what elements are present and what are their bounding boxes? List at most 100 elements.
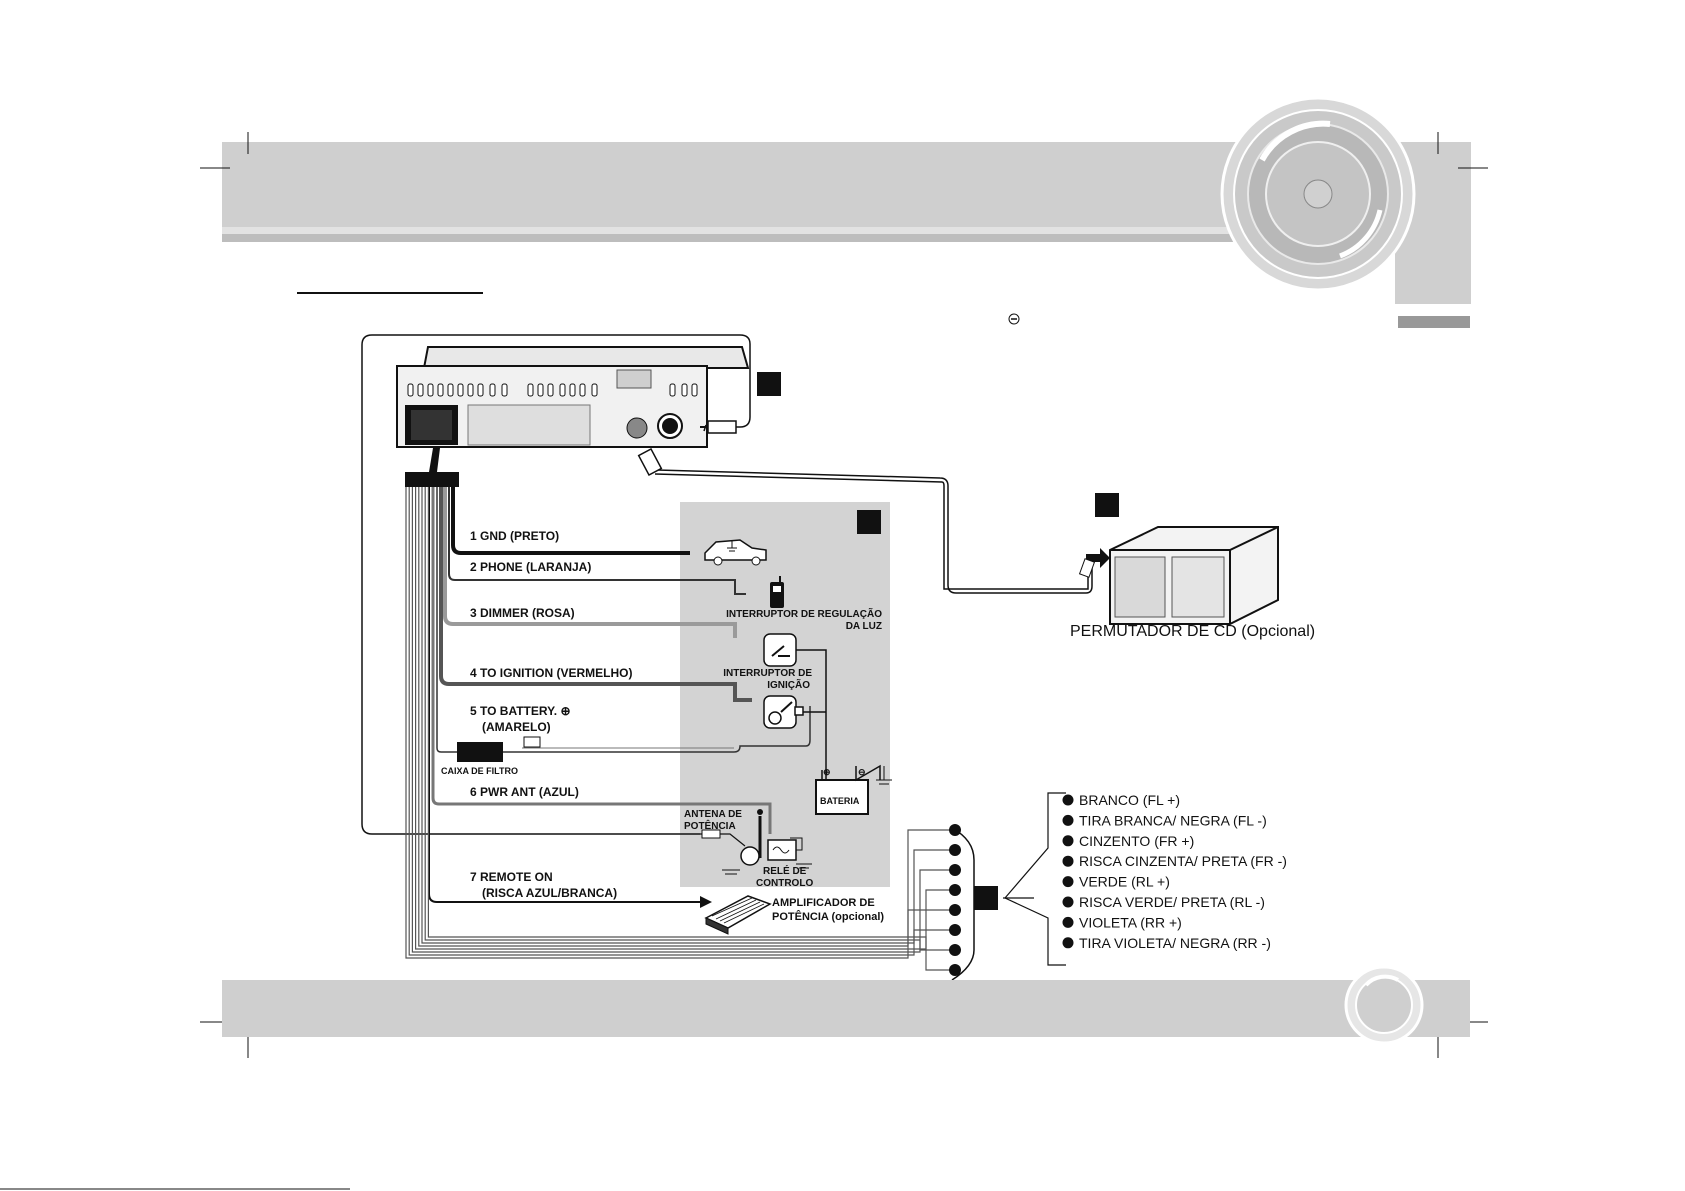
speaker-wire <box>427 487 952 971</box>
speaker-bullet <box>1062 916 1074 928</box>
disc-decoration <box>1220 96 1416 292</box>
vent-slot <box>537 383 544 397</box>
speaker-terminal <box>949 964 961 976</box>
speaker-legend-item: VIOLETA (RR +) <box>1079 914 1182 930</box>
speaker-legend: BRANCO (FL +) TIRA BRANCA/ NEGRA (FL -) CI… <box>1062 792 1287 951</box>
speaker-terminal <box>949 884 961 896</box>
vent-slot <box>691 383 698 397</box>
speaker-wire <box>421 487 952 944</box>
speaker-legend-item: VERDE (RL +) <box>1079 874 1170 890</box>
fuse-icon <box>523 736 541 748</box>
filter-box-label: CAIXA DE FILTRO <box>441 766 518 776</box>
svg-text:⊕: ⊕ <box>823 767 831 777</box>
footer-band <box>222 965 1470 1045</box>
wire-label-battery: 5 TO BATTERY. ⊕ <box>470 704 571 718</box>
cd-changer-label: PERMUTADOR DE CD (Opcional) <box>1070 623 1315 640</box>
vent-slot <box>407 383 414 397</box>
battery-label: BATERIA <box>820 796 860 806</box>
vent-slot <box>457 383 464 397</box>
vent-slot <box>569 383 576 397</box>
vent-slot <box>559 383 566 397</box>
harness-arrow <box>429 448 440 472</box>
speaker-marker-box <box>974 886 998 910</box>
antenna-icon <box>700 809 763 866</box>
vent-slot <box>467 383 474 397</box>
speaker-wire <box>418 487 952 947</box>
vent-slot <box>427 383 434 397</box>
dimmer-switch-icon <box>763 633 797 667</box>
ignition-switch-icon <box>763 695 797 729</box>
wire-ignition <box>439 487 752 702</box>
speaker-legend-bracket <box>1003 792 1066 966</box>
speaker-legend-item: CINZENTO (FR +) <box>1079 833 1194 849</box>
ignition-switch-label: INTERRUPTOR DE <box>723 668 812 679</box>
wire-label-dimmer: 3 DIMMER (ROSA) <box>470 606 575 620</box>
amplifier-label-2: POTÊNCIA (opcional) <box>772 910 884 923</box>
vent-slot <box>527 383 534 397</box>
antenna-label: ANTENA DE <box>684 809 742 820</box>
filter-box <box>457 742 503 762</box>
wire-label-remote-on: 7 REMOTE ON <box>470 870 553 884</box>
speaker-wire <box>411 487 952 953</box>
cd-marker-box <box>1095 493 1119 517</box>
panel-marker-box <box>857 510 881 534</box>
battery-icon: ⊕ ⊖ <box>815 764 881 815</box>
speaker-legend-item: TIRA BRANCA/ NEGRA (FL -) <box>1079 812 1267 828</box>
vent-slot <box>579 383 586 397</box>
ignition-switch-label-2: IGNIÇÃO <box>767 678 810 691</box>
car-ground-icon <box>704 539 767 566</box>
vent-slots <box>407 383 698 397</box>
cd-plug-icon <box>637 447 663 477</box>
speaker-legend-item: BRANCO (FL +) <box>1079 792 1180 808</box>
relay-icon <box>722 766 892 875</box>
vent-slot <box>591 383 598 397</box>
component-panel <box>680 502 890 887</box>
vent-slot <box>501 383 508 397</box>
speaker-bullet <box>1062 876 1074 888</box>
relay-label-2: CONTROLO <box>756 878 813 889</box>
speaker-bullet <box>1062 937 1074 949</box>
speaker-wire-bundle <box>405 487 952 971</box>
vent-slot <box>489 383 496 397</box>
wire-label-ignition: 4 TO IGNITION (VERMELHO) <box>470 666 632 680</box>
speaker-terminal-block <box>951 827 975 981</box>
wire-gnd <box>451 487 690 555</box>
speaker-wire <box>408 487 952 956</box>
speaker-bullet <box>1062 814 1074 826</box>
wire-label-remote-color: (RISCA AZUL/BRANCA) <box>482 886 617 900</box>
phone-icon <box>770 576 784 608</box>
speaker-wire <box>424 487 952 951</box>
vent-slot <box>547 383 554 397</box>
wire-label-pwr-ant: 6 PWR ANT (AZUL) <box>470 785 579 799</box>
minus-icon <box>1008 313 1020 325</box>
speaker-bullet <box>1062 794 1074 806</box>
head-unit <box>396 346 750 448</box>
speaker-bullet <box>1062 896 1074 908</box>
speaker-legend-item: RISCA VERDE/ PRETA (RL -) <box>1079 894 1265 910</box>
antenna-marker-box <box>757 372 781 396</box>
speaker-legend-item: RISCA CINZENTA/ PRETA (FR -) <box>1079 853 1287 869</box>
vent-slot <box>447 383 454 397</box>
harness-connector <box>405 472 459 487</box>
wire-label-gnd: 1 GND (PRETO) <box>470 529 559 543</box>
speaker-terminal <box>949 924 961 936</box>
antenna-plug-icon <box>700 420 737 434</box>
wire-pwr-ant <box>431 487 772 834</box>
cd-changer-cable <box>654 469 1093 594</box>
remote-arrow <box>700 896 712 908</box>
wire-label-phone: 2 PHONE (LARANJA) <box>470 560 591 574</box>
amplifier-icon <box>704 895 772 935</box>
speaker-bullet <box>1062 855 1074 867</box>
wire-battery <box>436 487 811 753</box>
speaker-legend-item: TIRA VIOLETA/ NEGRA (RR -) <box>1079 935 1271 951</box>
wire-dimmer <box>443 487 737 638</box>
antenna-label-2: POTÊNCIA <box>684 819 736 832</box>
speaker-terminal <box>949 904 961 916</box>
dimmer-switch-label-2: DA LUZ <box>846 621 882 632</box>
speaker-bullet <box>1062 835 1074 847</box>
battery-links <box>794 649 827 782</box>
dimmer-switch-label: INTERRUPTOR DE REGULAÇÃO <box>726 607 882 620</box>
vent-slot <box>681 383 688 397</box>
amplifier-label: AMPLIFICADOR DE <box>772 897 875 909</box>
